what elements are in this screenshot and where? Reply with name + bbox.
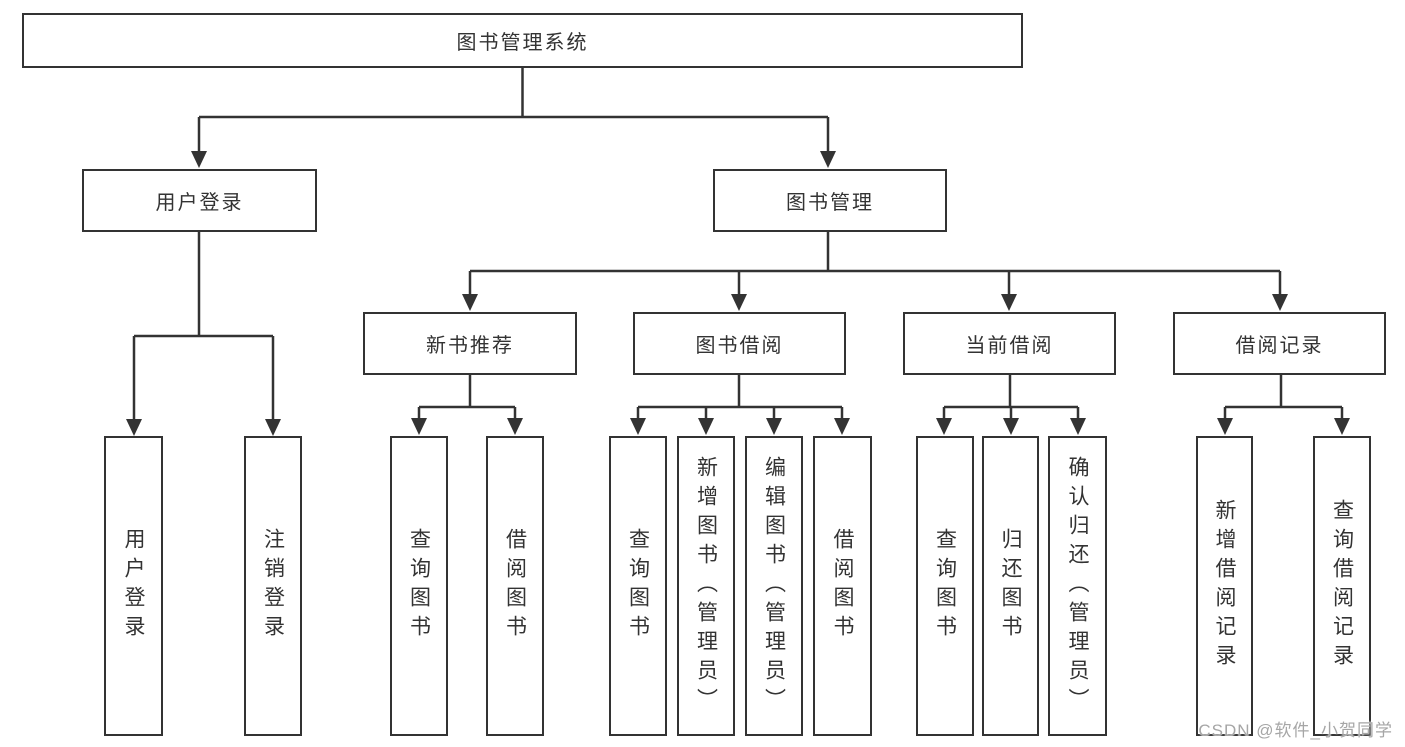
leaf-records-query-record: 查询借阅记录 bbox=[1313, 436, 1371, 736]
node-current-borrowing: 当前借阅 bbox=[903, 312, 1116, 375]
leaf-user-login: 用户登录 bbox=[104, 436, 163, 736]
leaf-borrowing-borrow-books: 借阅图书 bbox=[813, 436, 872, 736]
node-book-borrowing: 图书借阅 bbox=[633, 312, 846, 375]
leaf-recommend-query-books: 查询图书 bbox=[390, 436, 448, 736]
leaf-borrowing-edit-books-admin: 编辑图书（管理员） bbox=[745, 436, 803, 736]
leaf-borrowing-add-books-admin: 新增图书（管理员） bbox=[677, 436, 735, 736]
node-new-book-recommend: 新书推荐 bbox=[363, 312, 577, 375]
leaf-borrowing-query-books: 查询图书 bbox=[609, 436, 667, 736]
arrowheads bbox=[126, 151, 1350, 436]
node-borrow-records: 借阅记录 bbox=[1173, 312, 1386, 375]
csdn-watermark: CSDN @软件_小贺同学 bbox=[1198, 721, 1393, 740]
leaf-current-confirm-return-admin: 确认归还（管理员） bbox=[1048, 436, 1107, 736]
node-library-system: 图书管理系统 bbox=[22, 13, 1023, 68]
leaf-current-query-books: 查询图书 bbox=[916, 436, 974, 736]
node-user-login: 用户登录 bbox=[82, 169, 317, 232]
leaf-logout: 注销登录 bbox=[244, 436, 302, 736]
node-book-management: 图书管理 bbox=[713, 169, 947, 232]
leaf-records-add-record: 新增借阅记录 bbox=[1196, 436, 1253, 736]
leaf-current-return-books: 归还图书 bbox=[982, 436, 1039, 736]
leaf-recommend-borrow-books: 借阅图书 bbox=[486, 436, 544, 736]
